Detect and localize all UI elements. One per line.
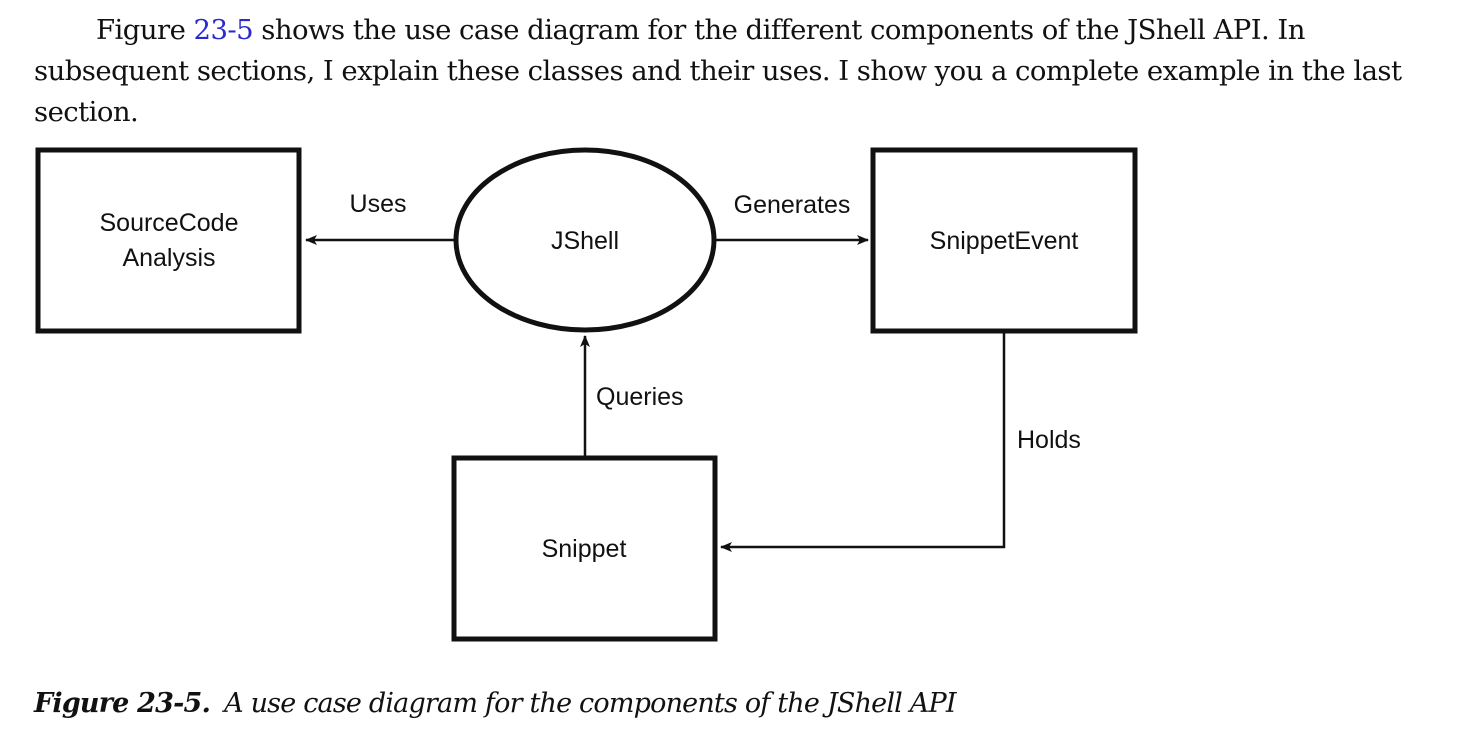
queries-label: Queries bbox=[596, 383, 684, 411]
snippet-event-label: SnippetEvent bbox=[930, 227, 1079, 255]
intro-paragraph: Figure 23-5 shows the use case diagram f… bbox=[34, 10, 1464, 133]
holds-arrow bbox=[720, 333, 1006, 552]
intro-prefix: Figure bbox=[96, 14, 186, 46]
intro-text: shows the use case diagram for the diffe… bbox=[34, 14, 1402, 128]
snippet-event-box bbox=[870, 147, 1138, 334]
source-code-analysis-label-line1: SourceCode bbox=[100, 209, 239, 237]
source-code-analysis-label-line2: Analysis bbox=[122, 244, 215, 272]
caption-text: A use case diagram for the components of… bbox=[224, 688, 956, 719]
holds-label: Holds bbox=[1017, 426, 1081, 454]
figure-caption: Figure 23-5. A use case diagram for the c… bbox=[34, 688, 957, 719]
snippet-box bbox=[451, 455, 718, 642]
uses-label: Uses bbox=[350, 190, 407, 218]
snippet-label: Snippet bbox=[542, 535, 627, 563]
figure-link[interactable]: 23-5 bbox=[193, 14, 254, 46]
generates-label: Generates bbox=[734, 191, 851, 219]
jshell-label: JShell bbox=[551, 227, 619, 255]
caption-label: Figure 23-5. bbox=[34, 688, 211, 719]
source-code-analysis-box bbox=[35, 147, 302, 334]
